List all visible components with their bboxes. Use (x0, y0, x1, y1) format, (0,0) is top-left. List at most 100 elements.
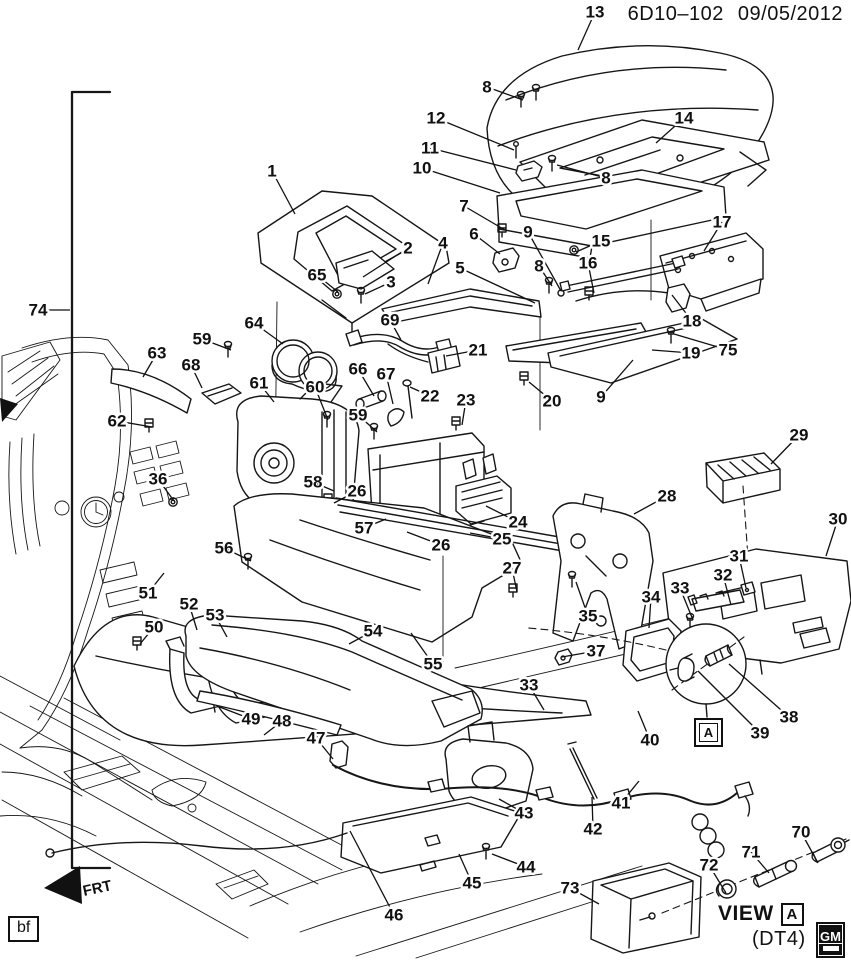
callout-49: 49 (242, 710, 261, 729)
leader-line-70 (800, 831, 819, 864)
callout-42: 42 (584, 820, 603, 839)
leader-line-26 (333, 490, 358, 504)
callout-66: 66 (349, 360, 368, 379)
leader-line-29 (770, 434, 800, 465)
callout-70: 70 (792, 823, 811, 842)
detail-reference-box: A (694, 718, 723, 747)
callout-62: 62 (108, 412, 127, 431)
part-cupholder-64 (271, 339, 338, 393)
callout-19: 19 (682, 344, 701, 363)
callout-75: 75 (719, 341, 738, 360)
drawing-date: 09/05/2012 (737, 3, 843, 25)
callout-64: 64 (245, 314, 264, 333)
leader-line-9 (600, 359, 634, 398)
leader-line-15 (575, 240, 602, 253)
callout-2: 2 (403, 239, 412, 258)
callout-32: 32 (714, 566, 733, 585)
leader-line-57 (363, 518, 387, 529)
leader-line-32 (722, 574, 732, 606)
leader-line-6 (473, 233, 501, 255)
leader-line-50 (139, 626, 155, 645)
callout-26: 26 (348, 482, 367, 501)
leader-line-53 (214, 614, 228, 638)
leader-line-17 (703, 221, 723, 252)
bracket-74 (70, 90, 112, 870)
gm-logo-strip (822, 945, 839, 951)
leader-line-48 (263, 720, 283, 736)
leader-line-1 (271, 170, 296, 215)
leader-line-24 (485, 505, 519, 523)
leader-line-35 (575, 581, 589, 617)
leader-line-75 (673, 333, 729, 351)
leader-line-23 (461, 399, 467, 426)
part-lighter-set (661, 837, 850, 914)
callout-48: 48 (273, 712, 292, 731)
callout-37: 37 (587, 642, 606, 661)
callout-63: 63 (148, 344, 167, 363)
part-rear-duct-43 (444, 721, 534, 814)
callout-10: 10 (413, 159, 432, 178)
callout-4: 4 (438, 234, 448, 253)
leader-line-14 (655, 117, 685, 144)
instrument-panel-sketch (0, 336, 190, 837)
callout-40: 40 (641, 731, 660, 750)
callout-41: 41 (612, 794, 631, 813)
leader-line-18 (671, 294, 693, 322)
callout-38: 38 (780, 708, 799, 727)
part-gasket-48 (196, 690, 342, 736)
leader-line-21 (445, 349, 479, 357)
leader-line-22 (409, 386, 431, 397)
leader-line-26 (406, 531, 442, 546)
callout-9: 9 (596, 388, 605, 407)
leader-line-46 (349, 830, 395, 916)
page-code: bf (17, 919, 31, 936)
callout-16: 16 (579, 254, 598, 273)
callout-33: 33 (520, 676, 539, 695)
part-rod-42 (567, 741, 598, 800)
callout-71: 71 (742, 843, 761, 862)
leader-line-38 (728, 663, 790, 718)
view-variant: (DT4) (752, 928, 806, 950)
callout-5: 5 (455, 259, 464, 278)
callout-18: 18 (683, 312, 702, 331)
leader-line-68 (190, 364, 203, 389)
callout-25: 25 (493, 530, 512, 549)
callout-39: 39 (751, 724, 770, 743)
leader-line-59 (357, 414, 378, 433)
gm-logo-text: GM (819, 928, 842, 944)
part-slide-rails-18 (559, 255, 691, 313)
part-switch-29 (705, 452, 781, 504)
leader-line-52 (188, 603, 198, 631)
part-bracket-47 (329, 740, 349, 769)
callout-72: 72 (700, 856, 719, 875)
part-storage-bin (496, 169, 727, 259)
clip-20 (519, 371, 529, 386)
grommet-15 (569, 245, 579, 255)
leader-line-41 (620, 780, 640, 804)
callout-31: 31 (730, 547, 749, 566)
callout-55: 55 (424, 655, 443, 674)
callout-7: 7 (459, 197, 468, 216)
callout-54: 54 (364, 622, 383, 641)
leader-line-51 (147, 572, 165, 594)
part-connector-21 (387, 343, 461, 374)
frt-arrowhead-icon (44, 866, 82, 904)
callout-67: 67 (377, 365, 396, 384)
part-cable-46 (45, 832, 348, 858)
callout-58: 58 (304, 473, 323, 492)
leader-line-9 (527, 231, 562, 292)
part-ashtray-73 (590, 862, 702, 954)
leader-line-37 (561, 650, 597, 658)
page-code-box: bf (8, 916, 40, 942)
leader-line-8 (486, 86, 524, 101)
latch-11 (515, 160, 543, 182)
leader-line-27 (511, 567, 518, 593)
frt-direction-arrow: FRT (44, 866, 113, 904)
callout-56: 56 (215, 539, 234, 558)
clip-23 (451, 416, 461, 431)
leader-line-20 (528, 381, 553, 402)
detail-reference-letter: A (699, 723, 718, 742)
